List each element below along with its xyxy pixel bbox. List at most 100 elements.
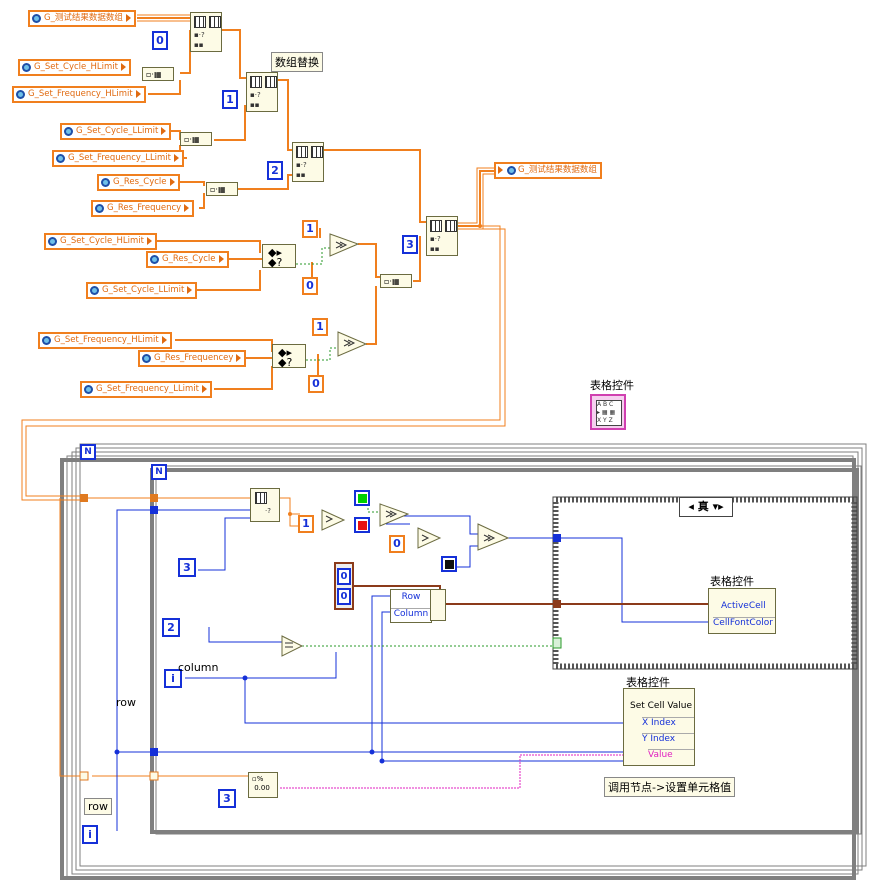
global-set-cycle-llimit-1[interactable]: G_Set_Cycle_LLimit <box>60 123 172 140</box>
global-set-cycle-llimit-2[interactable]: G_Set_Cycle_LLimit <box>86 282 198 299</box>
build-array-node-2[interactable]: ▫·▦ <box>180 132 212 146</box>
index-constant-1[interactable]: 1 <box>222 90 238 109</box>
triangle-icon <box>135 89 141 98</box>
constant-three-b[interactable]: 3 <box>218 789 236 808</box>
bundle-by-name-node[interactable]: Row Column <box>390 589 432 623</box>
orange-wires <box>137 17 496 390</box>
index-glyph: ▪·? <box>194 31 205 39</box>
replace-array-subset-node-2[interactable]: ▪·? ▪▪ <box>246 72 278 112</box>
invoke-method-name: Set Cell Value <box>630 701 693 711</box>
build-array-icon: ▫·▦ <box>146 70 162 79</box>
constant-zero-a[interactable]: 0 <box>302 277 318 295</box>
color-const-green <box>358 494 367 503</box>
global-res-frequency[interactable]: G_Res_Frequency <box>91 200 195 217</box>
index-constant-0[interactable]: 0 <box>152 31 168 50</box>
globe-icon <box>22 63 31 72</box>
globe-icon <box>42 336 51 345</box>
format-number-node[interactable]: ▫% 0.00 <box>248 772 278 798</box>
index-constant-2[interactable]: 2 <box>267 161 283 180</box>
global-res-cycle-2[interactable]: G_Res_Cycle <box>146 251 229 268</box>
constant-two[interactable]: 2 <box>162 618 180 637</box>
build-array-icon: ▫·▦ <box>184 135 200 144</box>
build-array-node-4[interactable]: ▫·▦ <box>380 274 412 288</box>
invoke-y-index[interactable]: Y Index <box>642 733 694 744</box>
global-set-cycle-hlimit-2[interactable]: G_Set_Cycle_HLimit <box>44 233 157 250</box>
constant-zero-b[interactable]: 0 <box>308 375 324 393</box>
global-set-frequency-llimit-1[interactable]: G_Set_Frequency_LLimit <box>52 150 185 167</box>
global-label: G_Res_Cycle <box>162 254 216 264</box>
triangle-icon <box>161 335 167 344</box>
global-set-cycle-hlimit-1[interactable]: G_Set_Cycle_HLimit <box>18 59 131 76</box>
replace-array-subset-node-3[interactable]: ▪·? ▪▪ <box>292 142 324 182</box>
globe-icon <box>32 14 41 23</box>
array-element-col[interactable]: 0 <box>337 588 351 605</box>
global-res-cycle-1[interactable]: G_Res_Cycle <box>97 174 180 191</box>
globe-icon <box>64 127 73 136</box>
global-label: G_测试结果数据数组 <box>518 165 597 175</box>
build-array-node-1[interactable]: ▫·▦ <box>142 67 174 81</box>
global-set-frequency-hlimit-1[interactable]: G_Set_Frequency_HLimit <box>12 86 146 103</box>
triangle-icon <box>121 62 126 71</box>
case-structure[interactable] <box>552 496 858 670</box>
bundle-node-output[interactable] <box>430 589 446 621</box>
global-label: G_Set_Cycle_LLimit <box>76 126 159 136</box>
array-icon <box>209 16 221 28</box>
inner-loop-count[interactable]: N <box>151 464 167 480</box>
case-next-icon[interactable]: ▾▸ <box>712 500 724 513</box>
array-icon <box>194 16 206 28</box>
case-selector[interactable]: ◂ 真 ▾▸ <box>679 497 733 517</box>
constant-three-a[interactable]: 3 <box>178 558 196 577</box>
outer-loop-count[interactable]: N <box>80 444 96 460</box>
globe-icon <box>48 237 57 246</box>
constant-one-b[interactable]: 1 <box>312 318 328 336</box>
constant-one-a[interactable]: 1 <box>302 220 318 238</box>
global-test-data-array-read[interactable]: G_测试结果数据数组 <box>28 10 136 27</box>
replace-array-subset-node-1[interactable]: ▪·? ▪▪ <box>190 12 222 52</box>
array-constant[interactable]: 0 0 <box>334 562 354 610</box>
index-array-node[interactable]: ·? <box>250 488 280 522</box>
triangle-icon <box>147 236 152 245</box>
property-cell-font-color[interactable]: CellFontColor <box>713 617 775 628</box>
global-set-frequency-llimit-2[interactable]: G_Set_Frequency_LLimit <box>80 381 213 398</box>
table-control-terminal[interactable]: A B C▸ ▦ ▦X Y Z <box>590 394 626 430</box>
globe-icon <box>90 286 99 295</box>
global-set-frequency-hlimit-2[interactable]: G_Set_Frequency_HLimit <box>38 332 172 349</box>
in-range-node-1[interactable]: ◆▸◆? <box>262 244 296 268</box>
in-range-icon: ◆▸◆? <box>278 346 293 369</box>
constant-one-c[interactable]: 1 <box>298 515 314 533</box>
global-test-data-array-write[interactable]: G_测试结果数据数组 <box>494 162 602 179</box>
triangle-icon <box>161 126 167 135</box>
global-label: G_Set_Frequency_LLimit <box>96 384 200 394</box>
array-icon <box>250 76 262 88</box>
global-label: G_Set_Frequency_HLimit <box>54 335 159 345</box>
global-label: G_测试结果数据数组 <box>44 13 123 23</box>
invoke-node[interactable]: Set Cell Value X Index Y Index Value <box>623 688 695 766</box>
invoke-x-index[interactable]: X Index <box>642 717 694 728</box>
blue-wires <box>116 509 708 831</box>
orange-double-wires <box>21 14 506 777</box>
triangle-icon <box>218 254 224 263</box>
globe-icon <box>101 178 110 187</box>
array-element-row[interactable]: 0 <box>337 568 351 585</box>
property-active-cell[interactable]: ActiveCell <box>721 601 766 611</box>
property-node[interactable]: ActiveCell CellFontColor <box>708 588 776 634</box>
invoke-value[interactable]: Value <box>648 749 694 760</box>
triangle-icon <box>187 285 193 294</box>
global-res-frequencey[interactable]: G_Res_Frequencey <box>138 350 247 367</box>
build-array-node-3[interactable]: ▫·▦ <box>206 182 238 196</box>
triangle-icon <box>184 203 190 212</box>
globe-icon <box>150 255 159 264</box>
replace-array-subset-node-4[interactable]: ▪·? ▪▪ <box>426 216 458 256</box>
element-glyph: ▪▪ <box>296 171 306 179</box>
index-constant-3[interactable]: 3 <box>402 235 418 254</box>
constant-zero-c[interactable]: 0 <box>389 535 405 553</box>
global-label: G_Set_Cycle_HLimit <box>34 62 118 72</box>
case-prev-icon[interactable]: ◂ <box>688 500 694 513</box>
triangle-icon <box>202 384 208 393</box>
globe-icon <box>95 204 104 213</box>
in-range-node-2[interactable]: ◆▸◆? <box>272 344 306 368</box>
global-label: G_Set_Frequency_LLimit <box>68 153 172 163</box>
triangle-icon <box>169 177 175 186</box>
invoke-node-title: 表格控件 <box>626 676 670 689</box>
compare-glyphs <box>285 241 496 648</box>
